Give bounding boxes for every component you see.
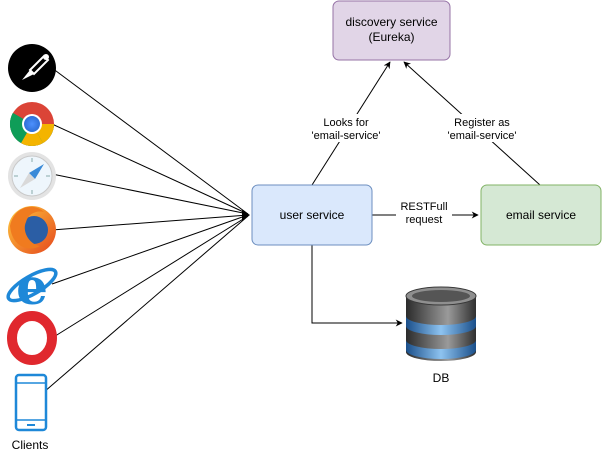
user-service-label: user service xyxy=(280,208,345,222)
user-service-box[interactable] xyxy=(251,184,373,246)
restfull-label-bg xyxy=(396,198,452,226)
mobile-phone-icon xyxy=(14,373,48,432)
register-label-line2: 'email-service' xyxy=(448,130,517,142)
svg-text:e: e xyxy=(16,257,48,316)
clients-label: Clients xyxy=(12,438,49,452)
email-service-label: email service xyxy=(506,208,576,222)
chrome-icon xyxy=(9,102,54,146)
discovery-service-node[interactable]: discovery service (Eureka) xyxy=(332,0,451,61)
email-service-node[interactable]: email service xyxy=(480,184,602,246)
discovery-service-box[interactable] xyxy=(332,0,451,61)
opera-icon xyxy=(7,311,57,365)
looks-for-label-line2: 'email-service' xyxy=(312,130,381,142)
chrome-connection xyxy=(51,123,249,215)
postman-connection xyxy=(51,67,249,215)
discovery-service-label: discovery service xyxy=(345,15,437,29)
postman-icon xyxy=(8,44,56,92)
ie-connection xyxy=(51,214,249,285)
firefox-icon xyxy=(8,206,56,254)
restfull-label-line2: request xyxy=(406,214,443,226)
db-arrow xyxy=(311,245,403,327)
firefox-connection xyxy=(51,214,249,231)
email-service-box[interactable] xyxy=(480,184,602,246)
database-icon[interactable] xyxy=(405,286,477,361)
user-service-node[interactable]: user service xyxy=(251,184,373,246)
discovery-service-sublabel: (Eureka) xyxy=(368,30,414,44)
internet-explorer-icon: e xyxy=(6,257,58,316)
register-label-bg xyxy=(442,114,522,142)
register-label-line1: Register as xyxy=(454,117,510,129)
database-label: DB xyxy=(433,371,450,385)
restfull-label-line1: RESTFull xyxy=(400,201,447,213)
safari-icon xyxy=(8,152,56,200)
mobile-connection xyxy=(43,215,249,393)
client-arrowhead xyxy=(242,210,250,221)
client-connection-lines xyxy=(43,67,249,393)
looks-for-label-bg xyxy=(308,114,388,142)
opera-connection xyxy=(51,215,249,339)
safari-connection xyxy=(51,173,249,215)
looks-for-label-line1: Looks for xyxy=(323,117,369,129)
